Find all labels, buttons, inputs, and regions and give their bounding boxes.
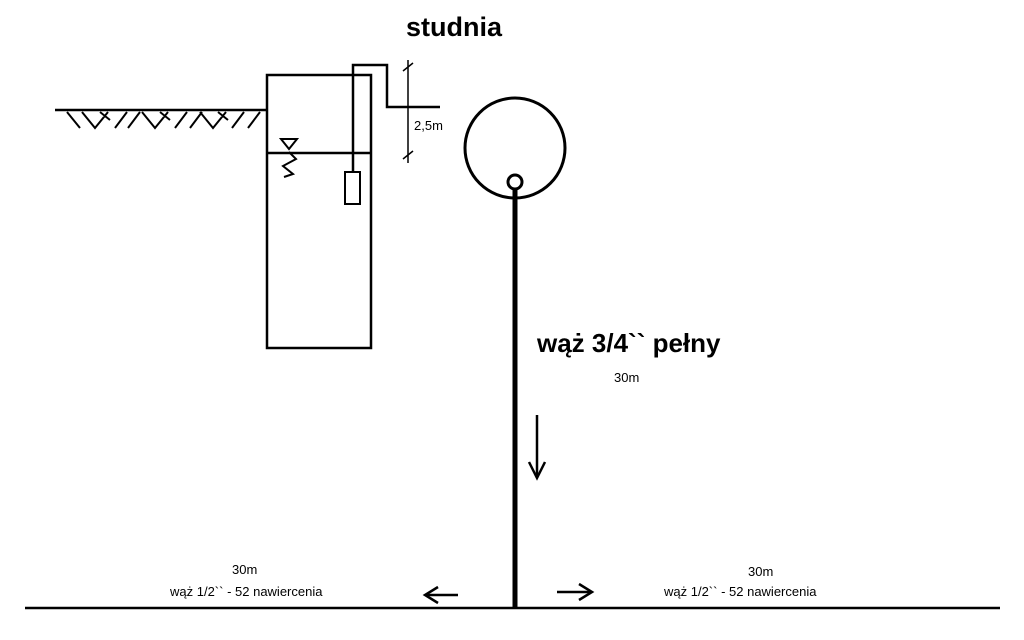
left-branch-label: wąż 1/2`` - 52 nawiercenia: [170, 584, 323, 599]
submersible-pump: [344, 171, 361, 205]
right-branch-label: wąż 1/2`` - 52 nawiercenia: [664, 584, 817, 599]
arrow-right-icon: [557, 582, 595, 602]
ground-surface: [55, 108, 267, 130]
arrow-left-icon: [422, 585, 458, 605]
arrow-down-icon: [527, 415, 547, 481]
well-shaft: [265, 73, 373, 350]
left-branch-length: 30m: [232, 562, 258, 577]
hose-connector: [506, 173, 524, 191]
water-level-symbol: [278, 138, 300, 178]
hose-reel: [463, 96, 567, 200]
riser-pipe: [351, 63, 440, 172]
diagram-title: studnia: [406, 12, 503, 42]
main-hose-label: wąż 3/4`` pełny: [537, 328, 721, 358]
main-hose-length: 30m: [614, 370, 640, 385]
dimension-label: 2,5m: [414, 118, 443, 133]
right-branch-length: 30m: [748, 564, 774, 579]
dimension-line: [402, 60, 414, 163]
